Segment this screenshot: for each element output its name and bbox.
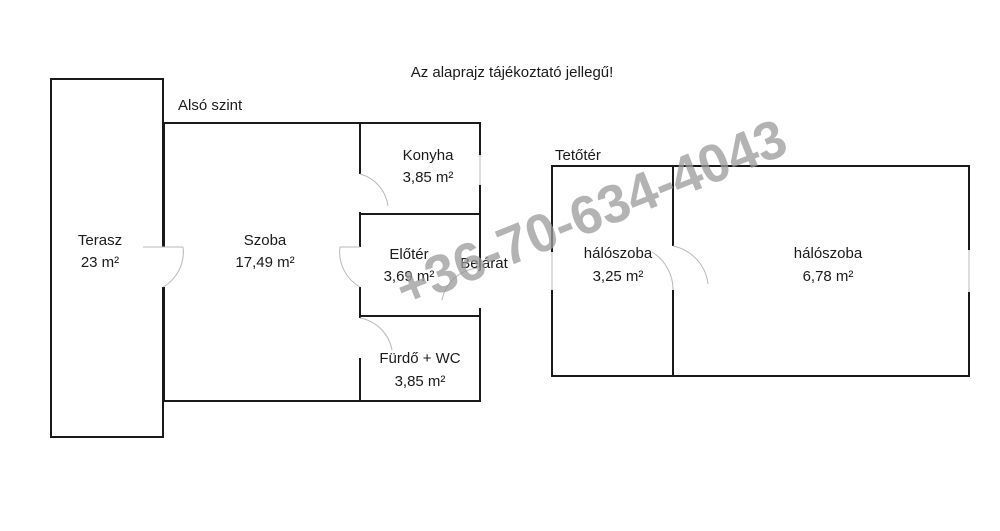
- terrace-name: Terasz: [78, 232, 122, 249]
- attic-floor-title: Tetőtér: [555, 147, 601, 164]
- terrace-area: 23 m²: [81, 254, 119, 271]
- kitchen-name: Konyha: [403, 147, 455, 164]
- large-bedroom-name: hálószoba: [794, 245, 863, 262]
- lower-floor-title: Alsó szint: [178, 97, 243, 114]
- room-area: 17,49 m²: [235, 254, 294, 271]
- door-terrace: [143, 246, 184, 288]
- door-attic-bedroom: [651, 245, 709, 291]
- hall-area: 3,69 m²: [384, 268, 435, 285]
- bath-name: Fürdő + WC: [379, 350, 460, 367]
- disclaimer-text: Az alaprajz tájékoztató jellegű!: [411, 64, 614, 81]
- entrance-label: Bejárat: [460, 255, 508, 272]
- bath-area: 3,85 m²: [395, 373, 446, 390]
- hall-name: Előtér: [389, 246, 428, 263]
- large-bedroom-area: 6,78 m²: [803, 268, 854, 285]
- small-bedroom-name: hálószoba: [584, 245, 653, 262]
- door-room-hall: [339, 246, 363, 288]
- kitchen-area: 3,85 m²: [403, 169, 454, 186]
- door-kitchen: [357, 173, 389, 212]
- door-entrance: [441, 267, 483, 308]
- door-bath: [357, 317, 393, 358]
- small-bedroom-area: 3,25 m²: [593, 268, 644, 285]
- room-name: Szoba: [244, 232, 287, 249]
